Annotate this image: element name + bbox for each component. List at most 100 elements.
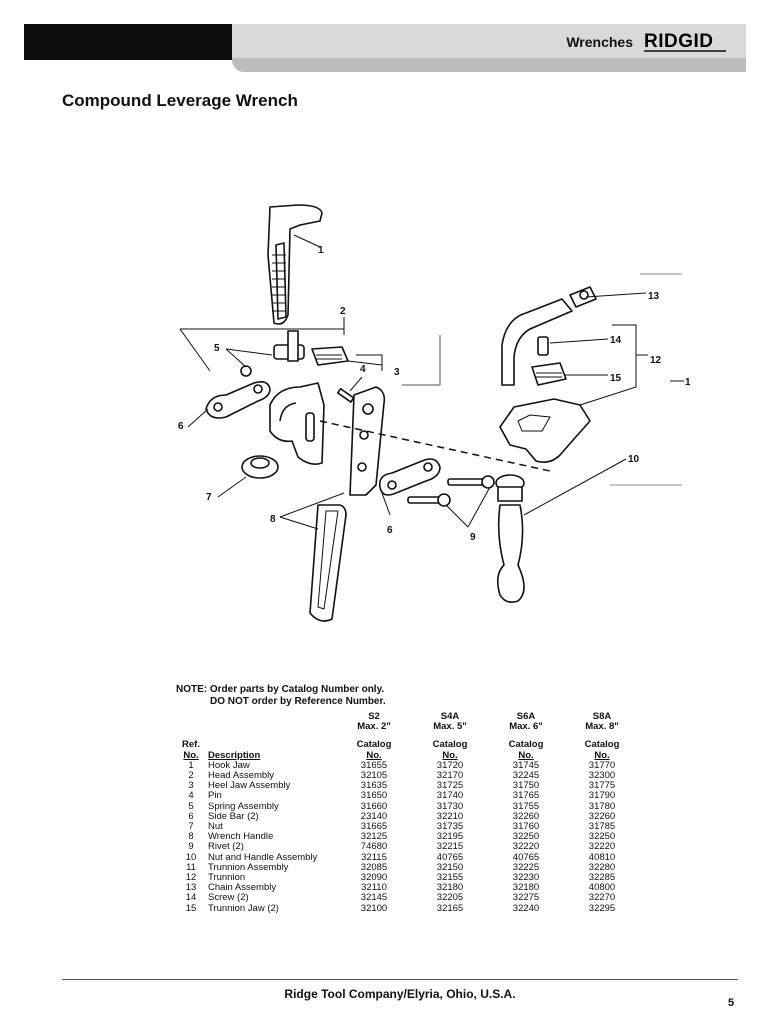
ref-cell: 6 (188, 810, 194, 822)
description-cell: Hook Jaw (208, 759, 250, 771)
head-assembly-part (269, 382, 325, 465)
catalog-cell-s2: 32100 (360, 902, 388, 914)
description-cell: Side Bar (2) (208, 810, 259, 822)
catalog-cell-s8a: 31790 (588, 790, 616, 802)
catalog-cell-s4a: 32155 (436, 872, 464, 884)
no-header-s2: No. (366, 749, 382, 761)
assembly-dashed-line (319, 420, 551, 472)
catalog-cell-s2: 31650 (360, 790, 388, 802)
catalog-cell-s8a: 32285 (588, 872, 616, 884)
catalog-cell-s8a: 32280 (588, 861, 616, 873)
catalog-cell-s2: 32145 (360, 892, 388, 904)
spring-part (240, 330, 305, 377)
catalog-cell-s8a: 32220 (588, 841, 616, 853)
catalog-cell-s4a: 32215 (436, 841, 464, 853)
catalog-cell-s2: 31660 (360, 800, 388, 812)
no-header-s8a: No. (594, 749, 610, 761)
ref-label-10: 10 (628, 454, 640, 465)
catalog-cell-s4a: 32150 (436, 861, 464, 873)
catalog-cell-s4a: 31730 (436, 800, 464, 812)
ref-label-9: 9 (470, 532, 476, 543)
ref-label-4: 4 (360, 364, 366, 375)
catalog-cell-s8a: 32250 (588, 831, 616, 843)
catalog-cell-s4a: 32195 (436, 831, 464, 843)
catalog-cell-s6a: 32230 (512, 872, 540, 884)
catalog-cell-s4a: 31735 (436, 821, 464, 833)
ref-label-2: 2 (340, 306, 346, 317)
ref-label-5: 5 (214, 343, 220, 354)
description-cell: Head Assembly (208, 770, 275, 782)
pin-part (336, 387, 355, 403)
catalog-cell-s2: 32090 (360, 872, 388, 884)
catalog-cell-s4a: 32165 (436, 902, 464, 914)
ref-label-3: 3 (394, 367, 400, 378)
ref-label-14: 14 (610, 335, 622, 346)
catalog-cell-s8a: 31775 (588, 780, 616, 792)
header-gray-band (232, 24, 746, 60)
header-black-band (24, 24, 232, 60)
table-max-row: Max. 2" Max. 5" Max. 6" Max. 8" (176, 721, 640, 733)
catalog-cell-s6a: 31750 (512, 780, 540, 792)
catalog-cell-s2: 32125 (360, 831, 388, 843)
catalog-cell-s6a: 31755 (512, 800, 540, 812)
catalog-cell-s4a: 32170 (436, 770, 464, 782)
catalog-cell-s8a: 40810 (588, 851, 616, 863)
hook-jaw-part (267, 204, 323, 325)
trunnion-part (499, 398, 591, 463)
side-bar-left-part (205, 381, 271, 419)
ref-label-6b: 6 (387, 525, 393, 536)
brand-wordmark: RIDGID (644, 31, 714, 52)
catalog-cell-s2: 32085 (360, 861, 388, 873)
note-line-1: NOTE: Order parts by Catalog Number only… (176, 684, 385, 695)
catalog-cell-s8a: 32295 (588, 902, 616, 914)
catalog-cell-s4a: 40765 (436, 851, 464, 863)
catalog-header-s8a: Catalog (584, 739, 620, 751)
catalog-cell-s2: 32110 (361, 882, 387, 894)
table-header-row-1: Ref. Catalog Catalog Catalog Catalog (176, 740, 640, 750)
max-s6a: Max. 6" (509, 721, 543, 733)
max-s8a: Max. 8" (585, 721, 619, 733)
description-cell: Rivet (2) (208, 841, 244, 853)
description-cell: Nut and Handle Assembly (208, 851, 318, 863)
description-cell: Heel Jaw Assembly (208, 780, 291, 792)
catalog-cell-s8a: 40800 (588, 882, 616, 894)
max-s2: Max. 2" (357, 721, 391, 733)
ref-label-15: 15 (610, 373, 622, 384)
catalog-cell-s2: 32105 (360, 770, 388, 782)
catalog-cell-s2: 32115 (361, 851, 387, 863)
ref-cell: 10 (185, 851, 197, 863)
catalog-cell-s2: 74680 (360, 841, 388, 853)
no-header-s4a: No. (442, 749, 458, 761)
catalog-cell-s4a: 31725 (436, 780, 464, 792)
header-shadow-band (232, 58, 746, 72)
catalog-cell-s6a: 32245 (512, 770, 540, 782)
catalog-cell-s8a: 32260 (588, 810, 616, 822)
ref-cell: 4 (188, 790, 194, 802)
catalog-cell-s4a: 31720 (436, 759, 464, 771)
ref-header: Ref. (182, 739, 200, 751)
ref-label-12: 12 (650, 355, 662, 366)
catalog-cell-s4a: 32180 (436, 882, 464, 894)
description-cell: Trunnion (208, 872, 246, 884)
chain-part (501, 286, 597, 386)
ref-label-11: 11 (685, 377, 690, 388)
catalog-cell-s4a: 32205 (436, 892, 464, 904)
ref-cell: 2 (188, 770, 194, 782)
model-s4a: S4A (440, 711, 460, 722)
catalog-header-s2: Catalog (356, 739, 392, 751)
nut-part (241, 455, 279, 479)
catalog-cell-s4a: 31740 (436, 790, 464, 802)
ref-label-1: 1 (318, 245, 324, 256)
ref-cell: 7 (188, 821, 194, 833)
ref-cell: 5 (188, 800, 194, 812)
exploded-parts-diagram: 1 2 3 4 5 6 7 8 6 9 10 11 12 13 14 15 (178, 204, 690, 622)
ref-cell: 3 (188, 780, 194, 792)
